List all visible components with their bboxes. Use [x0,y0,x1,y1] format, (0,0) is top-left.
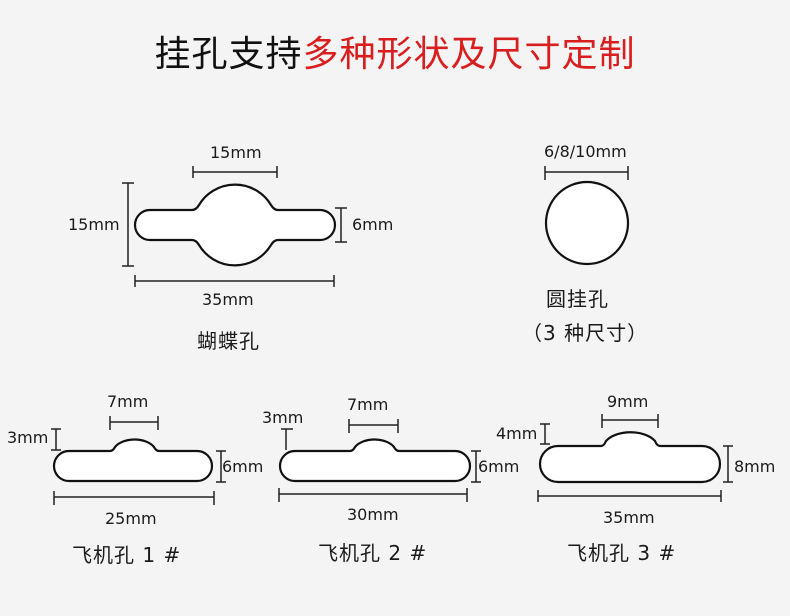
plane2-bump-height-label: 3mm [262,408,304,427]
plane3-bump-height-label: 4mm [496,424,538,443]
dimension-lines [51,166,733,505]
plane-hole-3-shape [538,431,722,484]
plane2-bump-width-label: 7mm [347,395,389,414]
plane1-bump-width-label: 7mm [107,392,149,411]
round-hole-note: （3 种尺寸） [522,321,649,345]
page-title: 挂孔支持多种形状及尺寸定制 [0,30,790,80]
plane1-height-label: 6mm [222,457,264,476]
plane-hole-1-shape [52,438,214,483]
title-prefix: 挂孔支持 [154,34,303,75]
round-diameter-label: 6/8/10mm [544,142,627,161]
plane3-bump-width-label: 9mm [607,392,649,411]
plane1-bump-height-label: 3mm [7,428,49,447]
butterfly-hole-caption: 蝴蝶孔 [197,329,260,353]
round-hole-shape [544,180,630,266]
plane2-height-label: 6mm [478,457,520,476]
plane-hole-1-caption: 飞机孔 1 # [72,543,182,567]
plane2-total-width-label: 30mm [347,505,399,524]
plane-hole-2-shape [278,438,472,483]
butterfly-total-width-label: 35mm [202,290,254,309]
plane1-total-width-label: 25mm [105,509,157,528]
butterfly-center-width-label: 15mm [210,143,262,162]
butterfly-height-label: 15mm [68,215,120,234]
plane3-total-width-label: 35mm [603,508,655,527]
round-hole-caption: 圆挂孔 [546,287,609,311]
title-highlight: 多种形状及尺寸定制 [302,34,636,75]
plane-hole-2-caption: 飞机孔 2 # [318,541,428,565]
butterfly-tab-height-label: 6mm [352,215,394,234]
butterfly-hole-shape [133,183,337,267]
plane3-height-label: 8mm [734,457,776,476]
plane-hole-3-caption: 飞机孔 3 # [567,541,677,565]
